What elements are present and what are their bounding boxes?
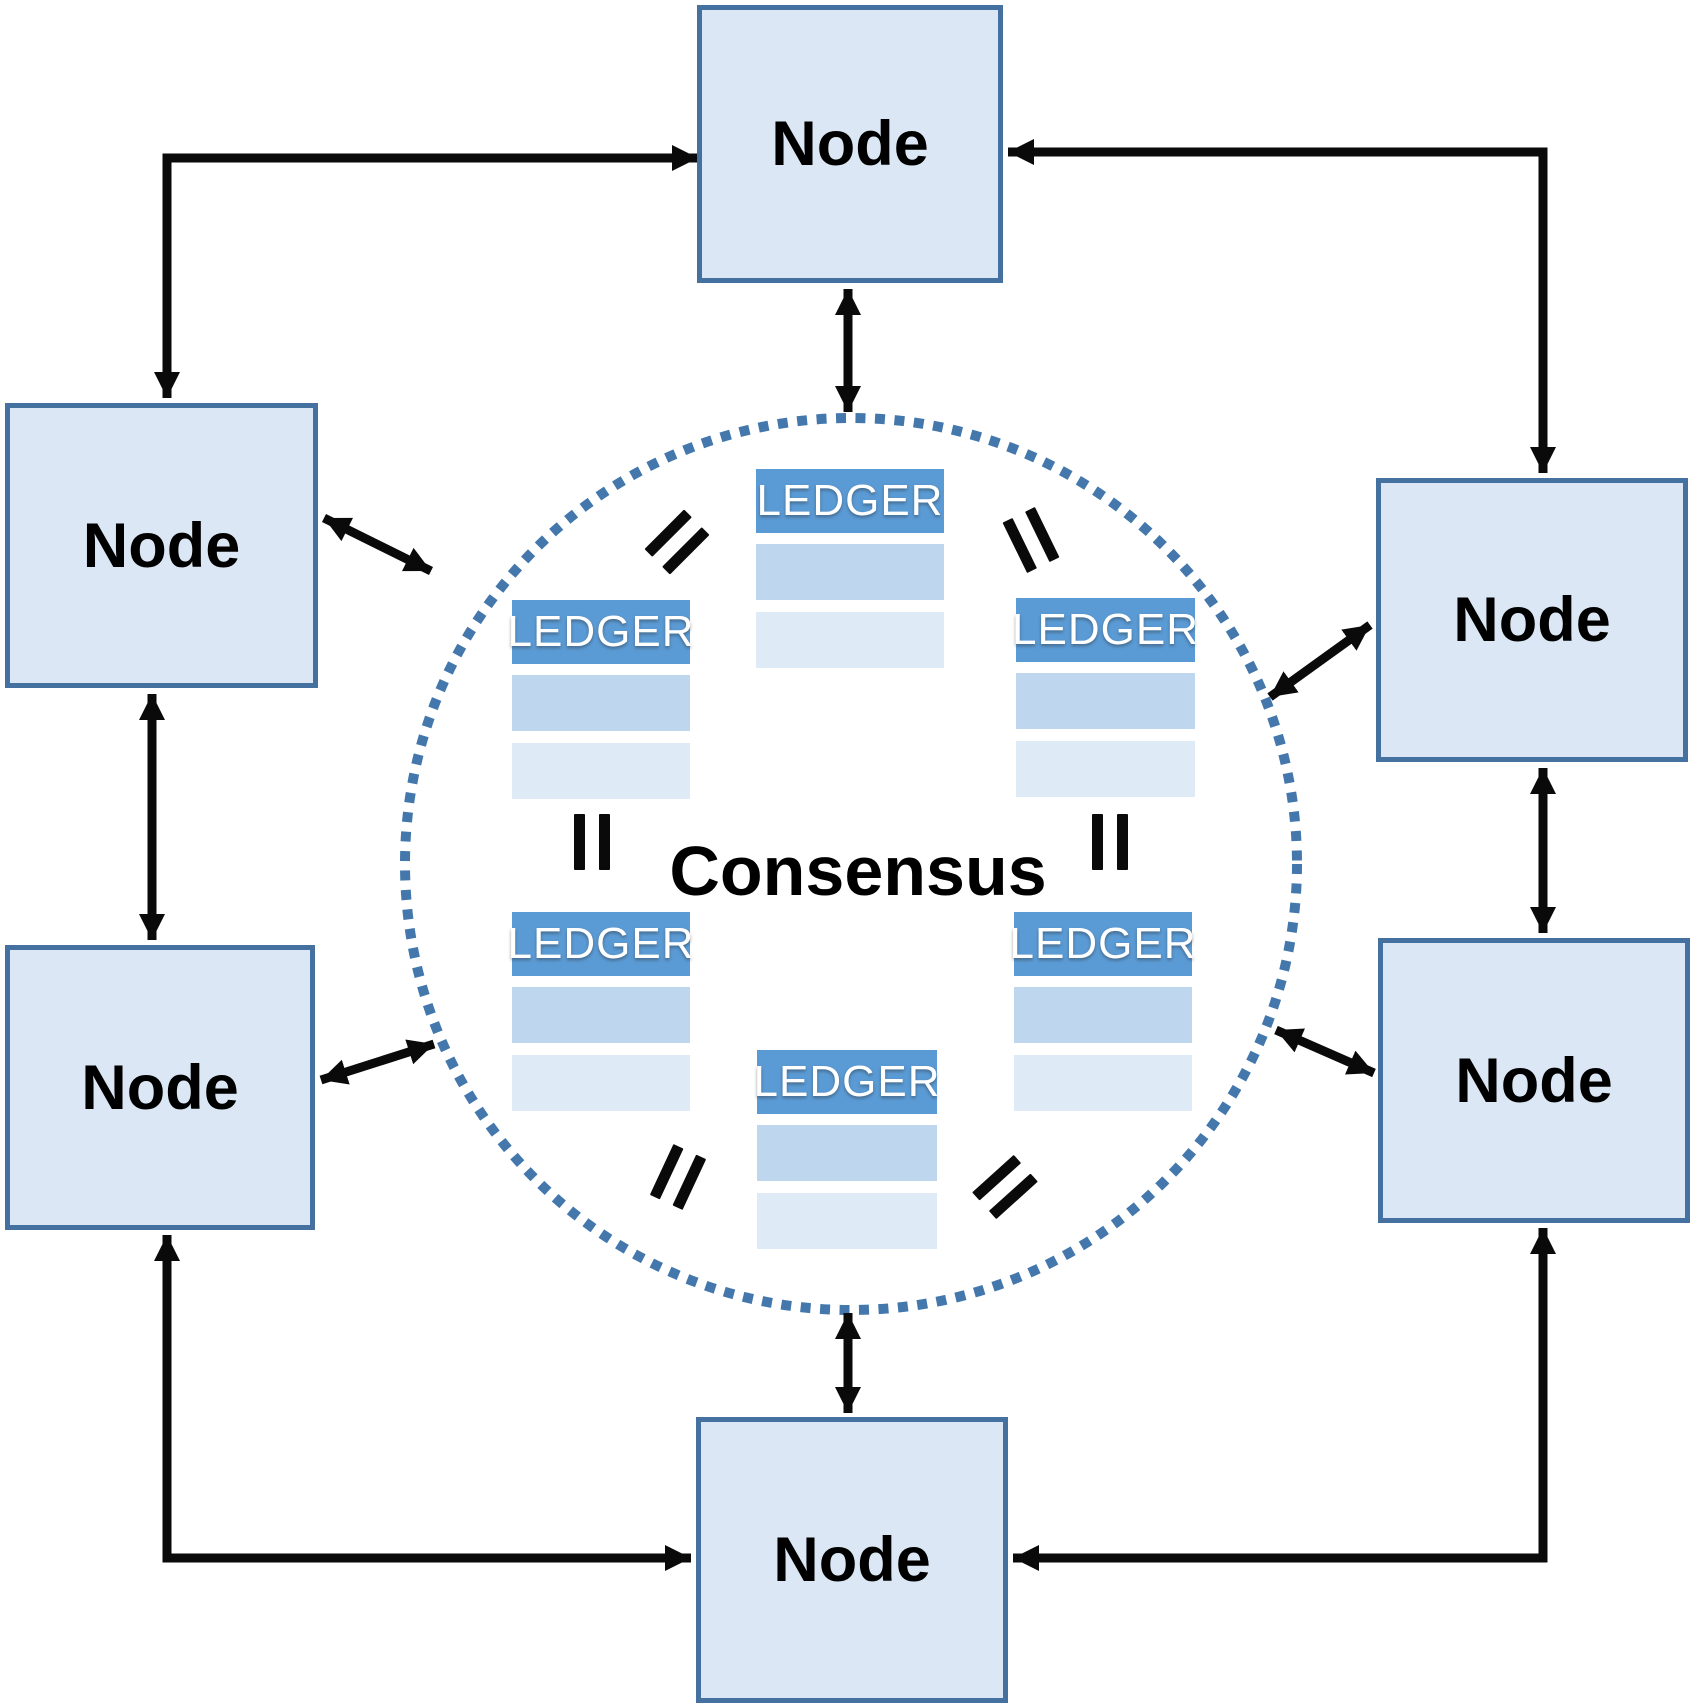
node-label: Node <box>81 1052 239 1123</box>
ledger-row <box>512 1055 690 1111</box>
ledger-row <box>757 1125 937 1181</box>
consensus-label: Consensus <box>669 832 1047 910</box>
ledger-row <box>512 987 690 1043</box>
ledger-top-center: LEDGER <box>756 469 944 668</box>
ledger-row <box>1014 987 1192 1043</box>
ledger-row <box>757 1193 937 1249</box>
node-box-left-upper: Node <box>5 403 318 688</box>
ledger-row <box>1014 1055 1192 1111</box>
ledger-right-lower: LEDGER <box>1010 912 1195 1111</box>
node-label: Node <box>773 1525 931 1595</box>
connector-rightupper-circle <box>1267 621 1373 701</box>
connector-bottomright-L <box>1013 1228 1556 1571</box>
node-label: Node <box>771 109 929 179</box>
node-label: Node <box>1455 1045 1613 1116</box>
ledger-header: LEDGER <box>508 600 693 664</box>
equals-icon <box>1092 814 1128 870</box>
ledger-header: LEDGER <box>754 1050 939 1114</box>
connector-leftupper-circle <box>322 513 433 576</box>
ledger-header: LEDGER <box>508 912 693 976</box>
ledger-header: LEDGER <box>756 469 944 533</box>
connector-rightlower-circle <box>1274 1025 1376 1078</box>
consensus-circle <box>400 413 1302 1315</box>
ledger-header: LEDGER <box>1010 912 1195 976</box>
ledger-row <box>512 675 690 731</box>
node-label: Node <box>1453 585 1611 655</box>
connector-bottomleft-L <box>154 1235 691 1571</box>
equals-icon <box>574 814 610 870</box>
node-box-right-lower: Node <box>1378 938 1690 1223</box>
ledger-row <box>756 544 944 600</box>
ledger-left-lower: LEDGER <box>508 912 693 1111</box>
connector-topleft-L <box>154 145 698 398</box>
connector-leftlower-circle <box>319 1039 436 1085</box>
connector-topright-L <box>1008 139 1556 473</box>
ledger-bottom-center: LEDGER <box>754 1050 939 1249</box>
ledger-right-upper: LEDGER <box>1012 598 1198 797</box>
ledger-row <box>512 743 690 799</box>
node-box-bottom: Node <box>696 1417 1008 1703</box>
ledger-row <box>756 612 944 668</box>
ledger-left-upper: LEDGER <box>508 600 693 799</box>
node-box-right-upper: Node <box>1376 478 1688 762</box>
node-box-top: Node <box>697 5 1003 283</box>
node-label: Node <box>82 510 241 581</box>
ledger-row <box>1016 741 1195 797</box>
ledger-row <box>1016 673 1195 729</box>
node-box-left-lower: Node <box>5 945 315 1230</box>
ledger-header: LEDGER <box>1012 598 1198 662</box>
